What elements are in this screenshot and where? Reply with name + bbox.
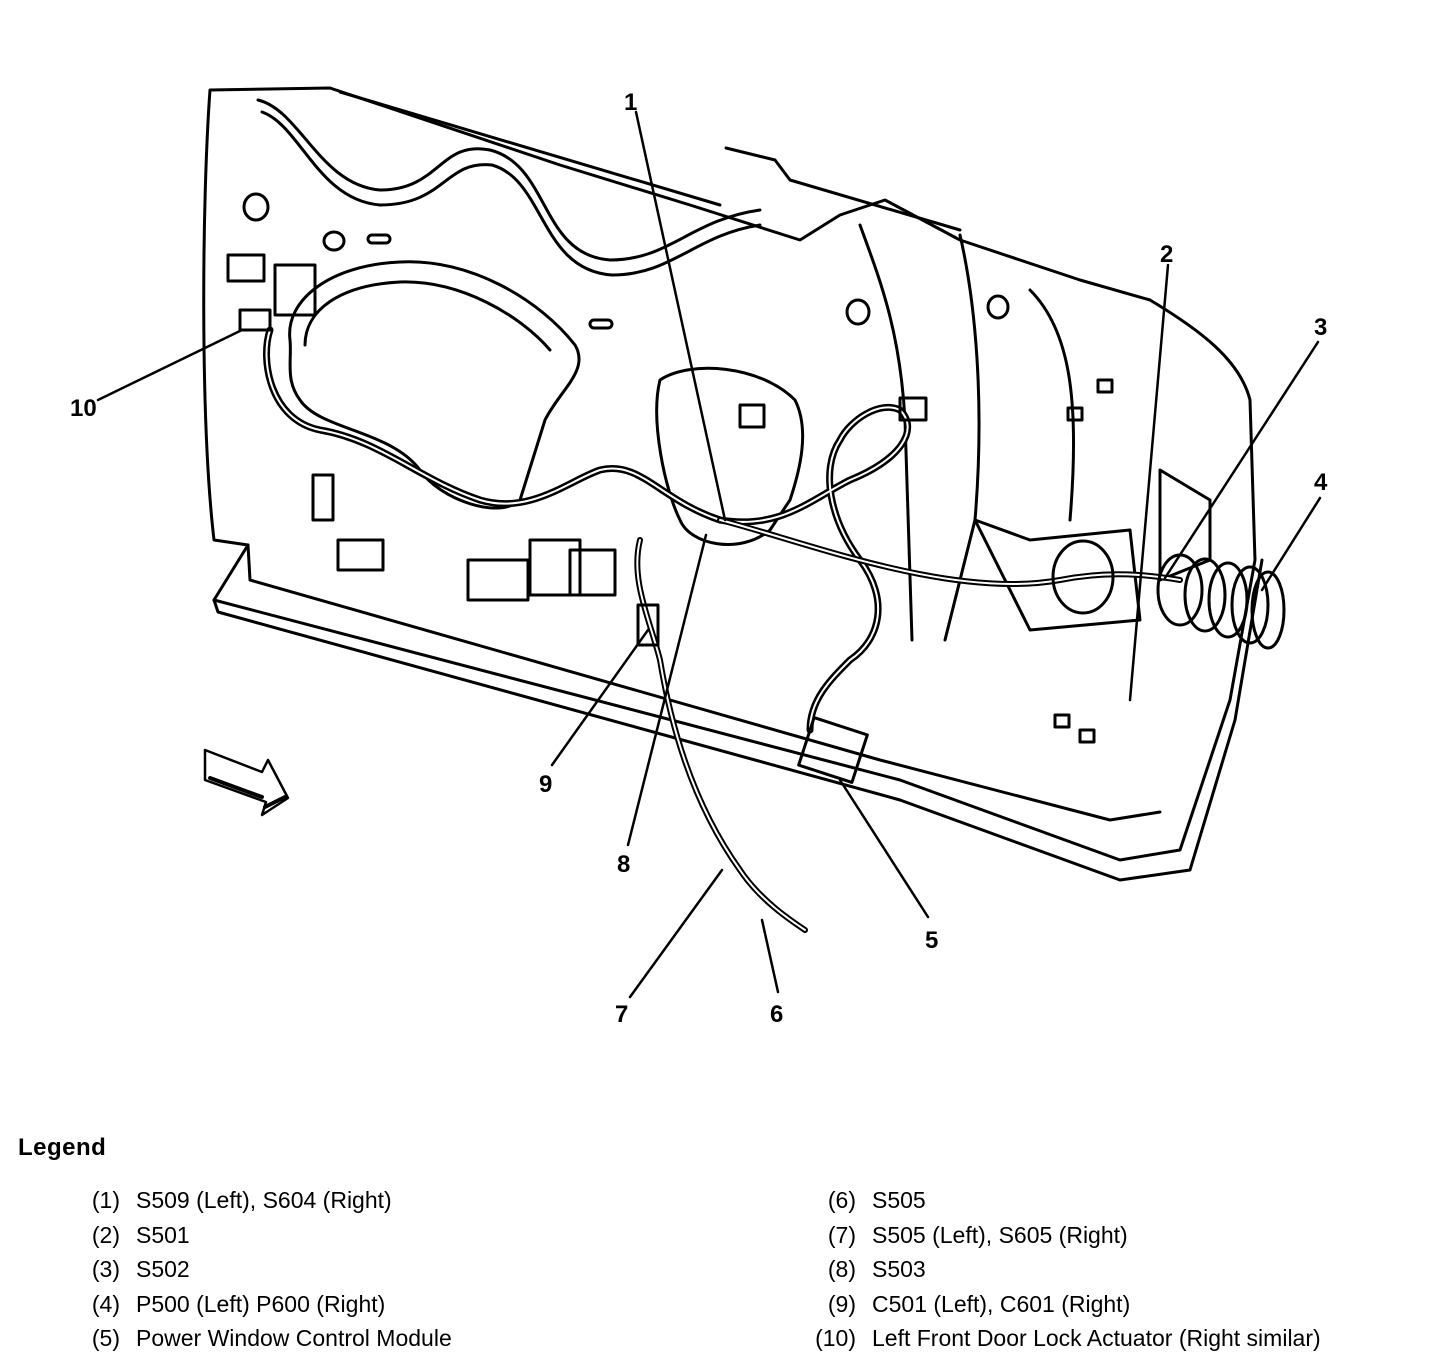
legend-item-text: S509 (Left), S604 (Right) [136,1187,392,1213]
window-rail [338,90,722,207]
right-connector [898,396,928,422]
upper-beam-bottom [260,110,762,277]
legend-item: (10) Left Front Door Lock Actuator (Righ… [800,1321,1321,1356]
legend-item-number: (9) [827,1290,856,1317]
legend-item-text: S503 [872,1256,926,1282]
legend-item: (6) S505 [800,1183,1321,1218]
legend-item: (4) P500 (Left) P600 (Right) [80,1287,452,1322]
leader-3 [1163,340,1320,580]
harness-main [263,326,912,734]
legend-item-text: C501 (Left), C601 (Right) [872,1290,1131,1317]
legend-item-text: S502 [136,1256,190,1282]
leader-8 [626,533,708,847]
leader-9 [550,628,650,767]
legend-item-text: Left Front Door Lock Actuator (Right sim… [872,1325,1321,1351]
door-wiring-diagram: 1 2 3 4 5 6 7 8 9 10 [70,86,1328,1028]
connector-block-1 [466,558,530,602]
legend-item: (9) C501 (Left), C601 (Right) [800,1287,1321,1322]
legend-column-right: (6) S505 (7) S505 (Left), S605 (Right) (… [800,1183,1321,1356]
leader-1 [634,110,727,522]
rect-slot [311,473,335,522]
leader-4 [1260,496,1322,592]
legend-item-number: (10) [815,1325,856,1351]
handle-pocket [273,263,317,317]
callout-7: 7 [615,1001,628,1028]
callout-10: 10 [70,395,97,422]
slot [366,233,392,245]
legend-item: (2) S501 [80,1218,452,1253]
callout-4: 4 [1314,469,1328,496]
upper-connector [738,403,766,429]
slot [1078,728,1096,744]
right-stiffener-2 [943,233,981,642]
legend-item-number: (6) [827,1187,856,1213]
front-arrow [203,748,290,817]
legend-item: (7) S505 (Left), S605 (Right) [800,1218,1321,1253]
legend-item-text: S501 [136,1221,190,1248]
hinge-pillar [1028,288,1076,522]
leader-2 [1128,263,1170,702]
callout-2: 2 [1160,241,1173,268]
legend-item-number: (7) [827,1221,856,1248]
callout-3: 3 [1314,314,1327,341]
leader-7 [628,868,724,999]
legend-item-number: (3) [91,1256,120,1282]
leader-5 [838,778,930,919]
legend-title: Legend [18,1134,107,1161]
legend-item-text: S505 (Left), S605 (Right) [872,1221,1128,1248]
door-bottom-flange [212,558,1264,882]
legend-item-number: (2) [91,1221,120,1248]
harness-rear-run-inner [719,519,1181,585]
legend-item: (3) S502 [80,1252,452,1287]
legend-item: (1) S509 (Left), S604 (Right) [80,1183,452,1218]
legend-item: (8) S503 [800,1252,1321,1287]
legend-item-number: (5) [91,1325,120,1351]
legend-item-text: Power Window Control Module [136,1325,452,1351]
window-switch-slot [336,538,385,572]
leader-10 [96,328,244,402]
slot [1053,713,1071,729]
leader-6 [760,918,780,994]
legend-item-text: S505 [872,1187,926,1213]
slot [588,318,614,330]
hole [322,230,346,252]
right-stiffener [858,223,914,642]
harness-main-inner [265,329,909,731]
hole [1051,539,1115,615]
slot [1096,378,1114,394]
callout-9: 9 [539,771,552,798]
grommet [1156,553,1286,650]
legend-item-number: (8) [827,1256,856,1282]
large-cutout [288,260,581,510]
hole [845,298,871,326]
hole [986,294,1010,320]
harness-lower-branch-inner [636,539,806,931]
splice-9 [636,603,660,647]
callout-1: 1 [624,89,637,116]
slot [1066,406,1084,422]
hole [242,192,270,222]
connector-block-3 [568,548,617,597]
legend-item-number: (1) [91,1187,120,1213]
window-rail-2 [724,146,962,232]
legend-item: (5) Power Window Control Module [80,1321,452,1356]
lock-actuator-2 [238,308,272,332]
legend-column-left: (1) S509 (Left), S604 (Right) (2) S501 (… [80,1183,452,1356]
control-module [797,716,869,784]
rear-box [1158,468,1212,582]
lock-actuator [226,253,266,283]
callout-6: 6 [770,1001,783,1028]
door-lower-edge [246,543,1162,822]
callout-5: 5 [925,927,938,954]
upper-beam-top [256,98,762,262]
callout-8: 8 [617,851,630,878]
connector-block-2 [528,538,582,597]
legend-item-text: P500 (Left) P600 (Right) [136,1290,386,1317]
front-arrow-shade [208,776,287,809]
legend-item-number: (4) [91,1290,120,1317]
door-panel-outline [202,86,1257,862]
